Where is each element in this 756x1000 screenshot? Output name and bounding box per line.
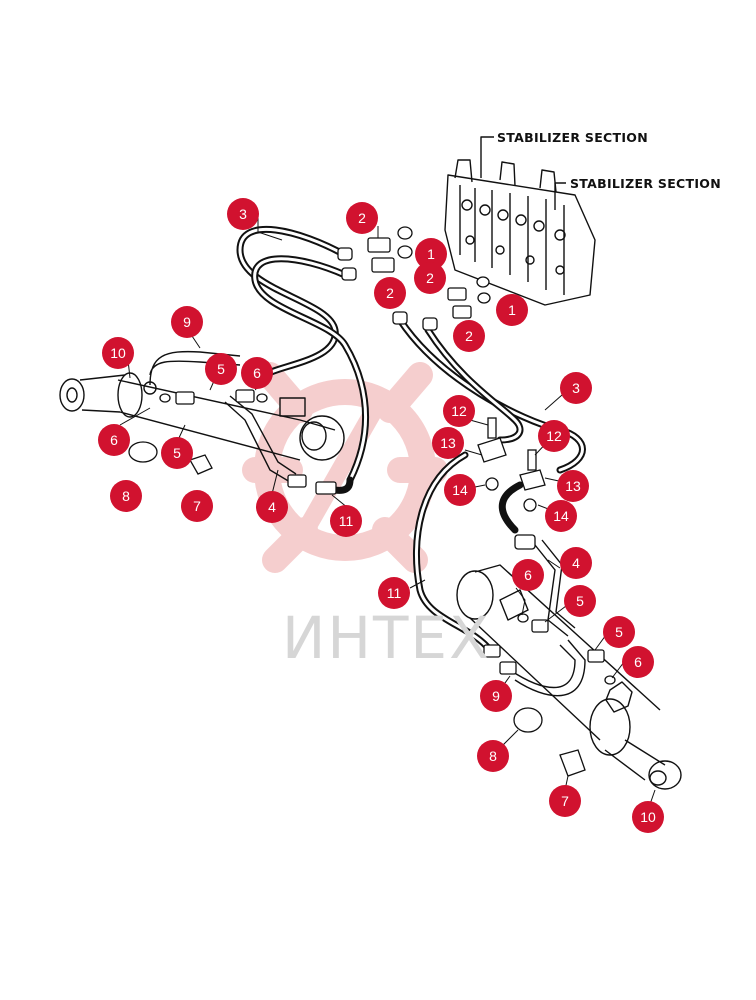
tube-4-right — [534, 539, 576, 637]
callout-5: 5 — [564, 585, 596, 617]
clamp-13-right — [519, 469, 546, 491]
callout-2: 2 — [374, 277, 406, 309]
callout-6: 6 — [512, 559, 544, 591]
clamp-13-center — [477, 437, 507, 463]
oring-6-right-b — [604, 675, 616, 685]
callout-3: 3 — [227, 198, 259, 230]
fitting-5-right-a — [531, 619, 549, 633]
fitting-5-right-b — [587, 649, 605, 663]
nut-left-b — [341, 267, 357, 281]
callout-11: 11 — [330, 505, 362, 537]
nut-right-a — [392, 311, 408, 325]
oring-6-right-a — [517, 613, 529, 623]
fitting-2b — [371, 257, 395, 273]
oring-1c — [476, 276, 490, 288]
fitting-5-left-b — [235, 389, 255, 403]
oring-1a — [397, 226, 413, 240]
callout-6: 6 — [622, 646, 654, 678]
clamp-8-right — [513, 707, 543, 733]
callout-7: 7 — [181, 490, 213, 522]
fitting-2a — [367, 237, 391, 253]
label-leader-b — [554, 182, 566, 210]
callout-12: 12 — [538, 420, 570, 452]
oring-1d — [477, 292, 491, 304]
fitting-right-elbow — [514, 534, 536, 550]
callout-6: 6 — [98, 424, 130, 456]
fitting-11-right — [483, 644, 501, 658]
bolt-12-center — [487, 417, 497, 439]
callout-5: 5 — [205, 353, 237, 385]
tube-9-left — [149, 350, 241, 386]
callout-4: 4 — [560, 547, 592, 579]
callout-2: 2 — [453, 320, 485, 352]
callout-11: 11 — [378, 577, 410, 609]
nut-left-a — [337, 247, 353, 261]
oring-6-left-b — [159, 393, 171, 403]
callout-9: 9 — [171, 306, 203, 338]
fitting-11-left — [315, 481, 337, 495]
stabilizer-section-label-b: STABILIZER SECTION — [570, 176, 721, 191]
callout-1: 1 — [496, 294, 528, 326]
watermark-text: ИНТЕХ — [282, 604, 491, 672]
oring-6-left — [256, 393, 268, 403]
label-leader-a — [480, 136, 494, 178]
stabilizer-section-label-a: STABILIZER SECTION — [497, 130, 648, 145]
callout-6: 6 — [241, 357, 273, 389]
oring-1b — [397, 245, 413, 259]
clip-7-right — [559, 749, 586, 777]
clip-7-left — [189, 454, 213, 475]
callout-14: 14 — [444, 474, 476, 506]
nut-14-center — [485, 477, 499, 491]
control-valve-bank — [444, 159, 596, 306]
hose-elbow-right — [498, 481, 524, 534]
tube-9-right — [509, 639, 586, 697]
callout-13: 13 — [432, 427, 464, 459]
nut-right-b — [422, 317, 438, 331]
callout-9: 9 — [480, 680, 512, 712]
tube-4-left — [224, 395, 297, 483]
callout-5: 5 — [161, 437, 193, 469]
fitting-2c — [447, 287, 467, 301]
fitting-2d — [452, 305, 472, 319]
callout-2: 2 — [414, 262, 446, 294]
callout-13: 13 — [557, 470, 589, 502]
right-cylinder — [456, 564, 682, 790]
bolt-12-right — [527, 449, 537, 471]
callout-10: 10 — [102, 337, 134, 369]
fitting-4-left — [287, 474, 307, 488]
callout-5: 5 — [603, 616, 635, 648]
callout-2: 2 — [346, 202, 378, 234]
callout-8: 8 — [477, 740, 509, 772]
clamp-8-left — [128, 441, 158, 463]
callout-10: 10 — [632, 801, 664, 833]
callout-4: 4 — [256, 491, 288, 523]
callout-3: 3 — [560, 372, 592, 404]
callout-7: 7 — [549, 785, 581, 817]
callout-8: 8 — [110, 480, 142, 512]
callout-14: 14 — [545, 500, 577, 532]
callout-12: 12 — [443, 395, 475, 427]
nut-14-right — [523, 498, 537, 512]
fitting-9-right — [499, 661, 517, 675]
fitting-5-left — [175, 391, 195, 405]
hose-3-upper — [236, 226, 349, 379]
